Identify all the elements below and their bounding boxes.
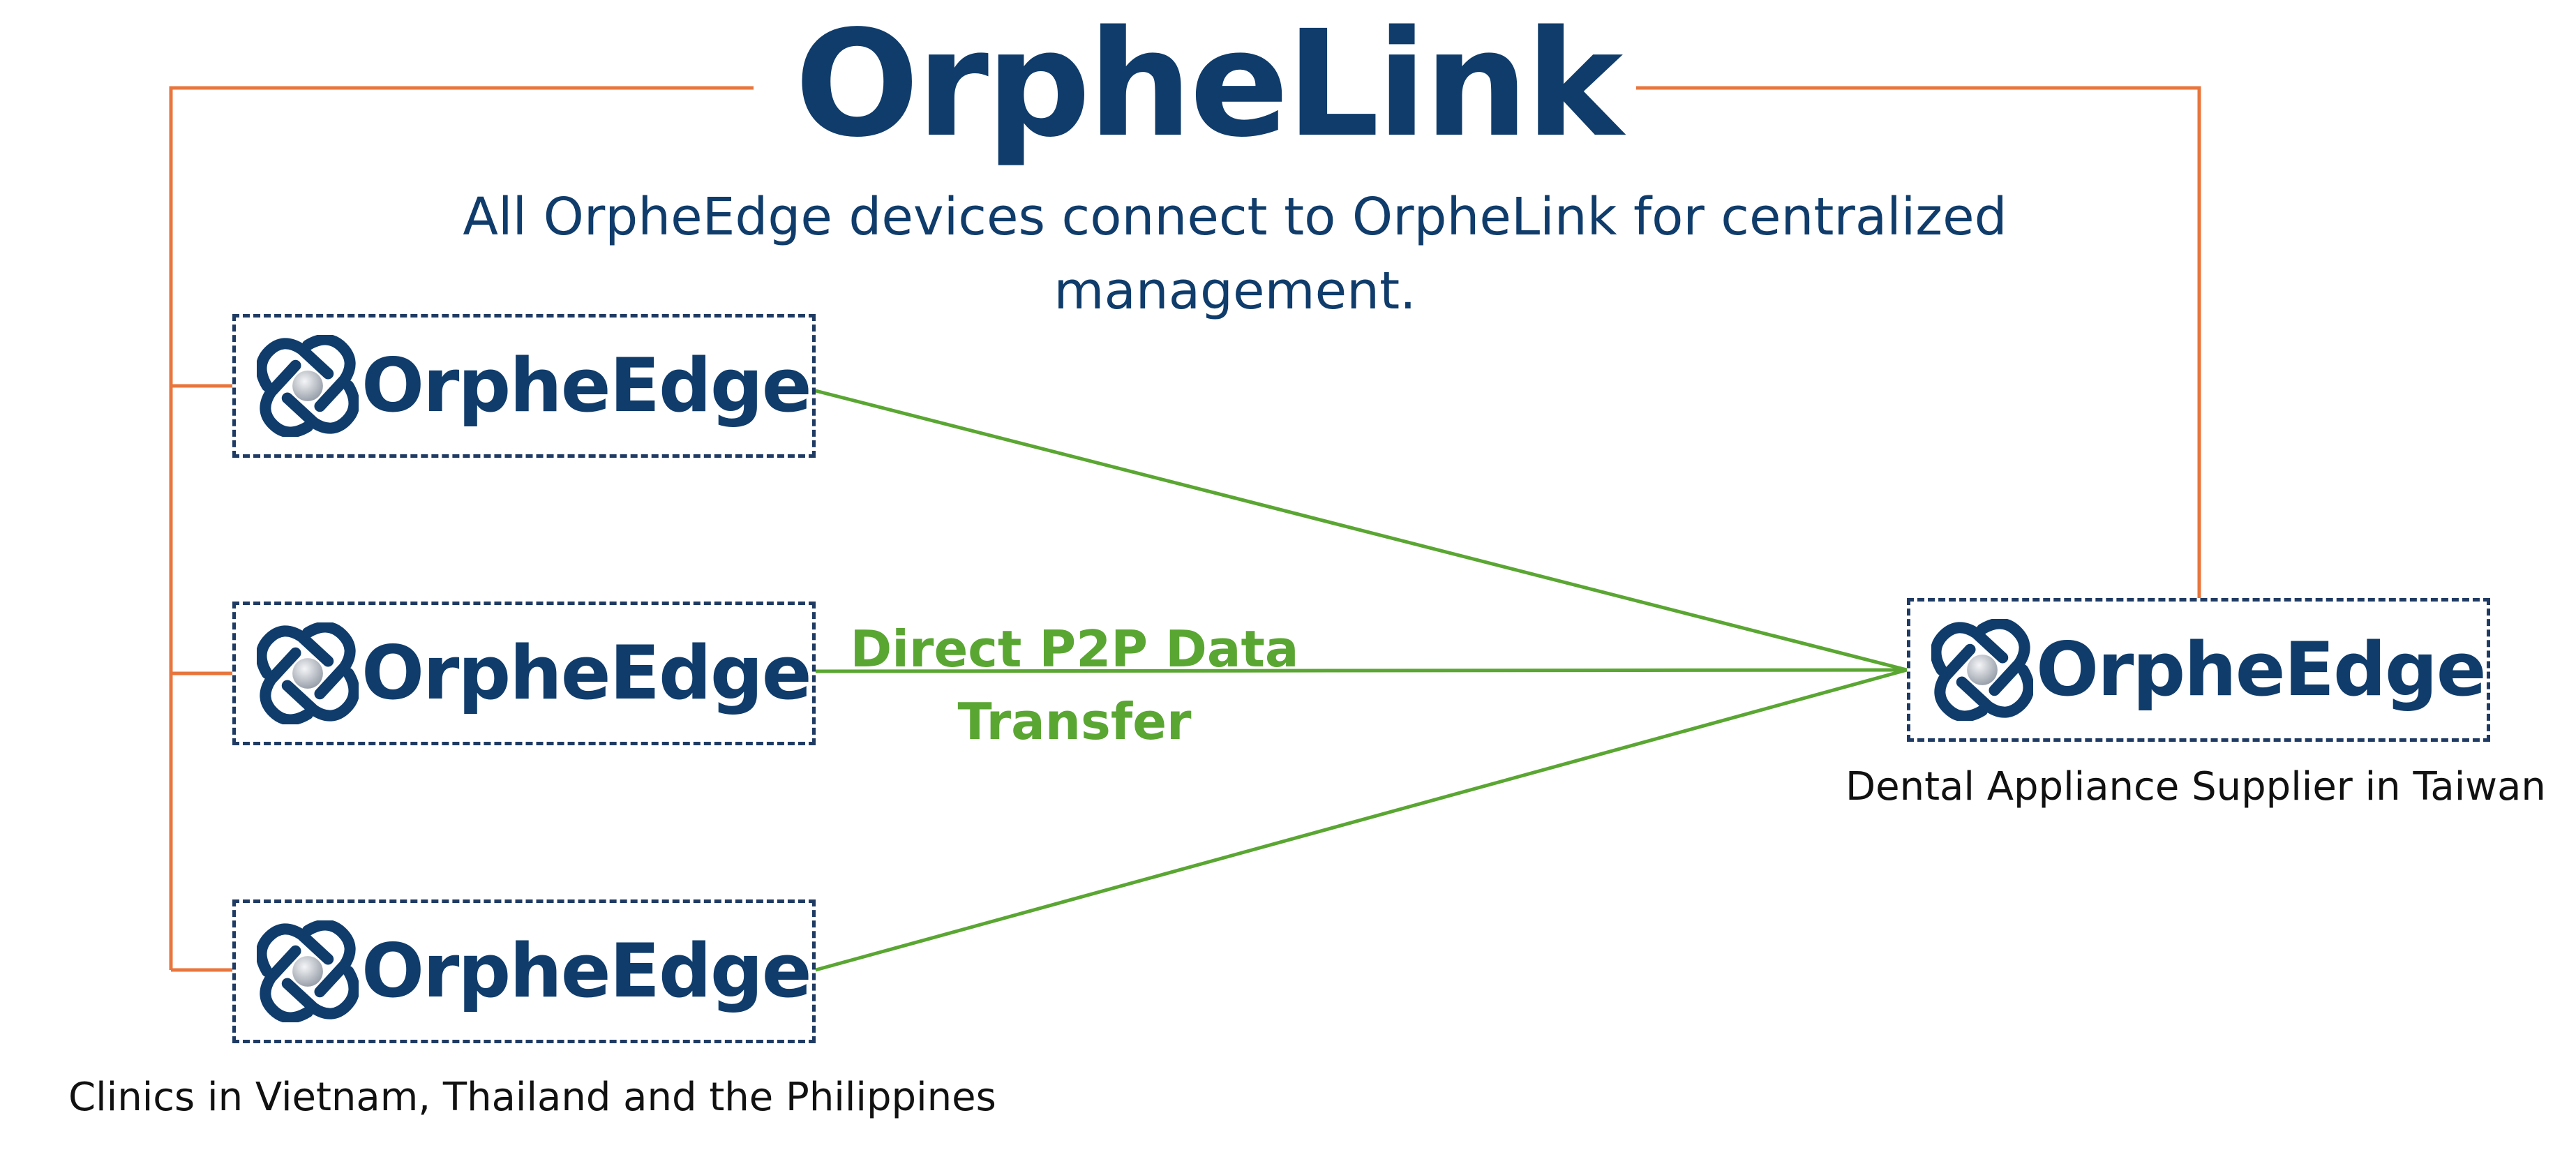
clinic-device-2: OrpheEdge	[232, 602, 816, 745]
device-name: OrpheEdge	[2036, 627, 2487, 712]
p2p-label: Direct P2P Data Transfer	[850, 620, 1299, 751]
management-line-left	[169, 86, 754, 970]
hub-description: All OrpheEdge devices connect to OrpheLi…	[463, 187, 2007, 321]
hub-name: OrpheLink	[795, 0, 1623, 170]
supplier-device: OrpheEdge	[1907, 598, 2490, 742]
device-name: OrpheEdge	[361, 630, 812, 716]
p2p-line-1	[815, 389, 1908, 672]
p2p-lines	[815, 389, 1908, 972]
orphe-knot-logo-icon	[257, 622, 359, 724]
device-name: OrpheEdge	[361, 343, 812, 428]
clinic-device-1: OrpheEdge	[232, 314, 816, 458]
management-lines	[169, 86, 2201, 972]
clinics-caption: Clinics in Vietnam, Thailand and the Phi…	[68, 1075, 996, 1120]
p2p-line-2	[815, 668, 1908, 673]
orphe-knot-logo-icon	[257, 335, 359, 437]
orphe-knot-logo-icon	[257, 920, 359, 1022]
orphelink-logo: OrpheLink	[792, 4, 1623, 165]
p2p-line-3	[815, 668, 1908, 972]
supplier-caption: Dental Appliance Supplier in Taiwan	[1845, 764, 2546, 809]
management-line-right	[1636, 86, 2201, 598]
orphe-knot-logo-icon	[1931, 619, 2033, 721]
device-name: OrpheEdge	[361, 928, 812, 1014]
clinic-device-3: OrpheEdge	[232, 899, 816, 1043]
